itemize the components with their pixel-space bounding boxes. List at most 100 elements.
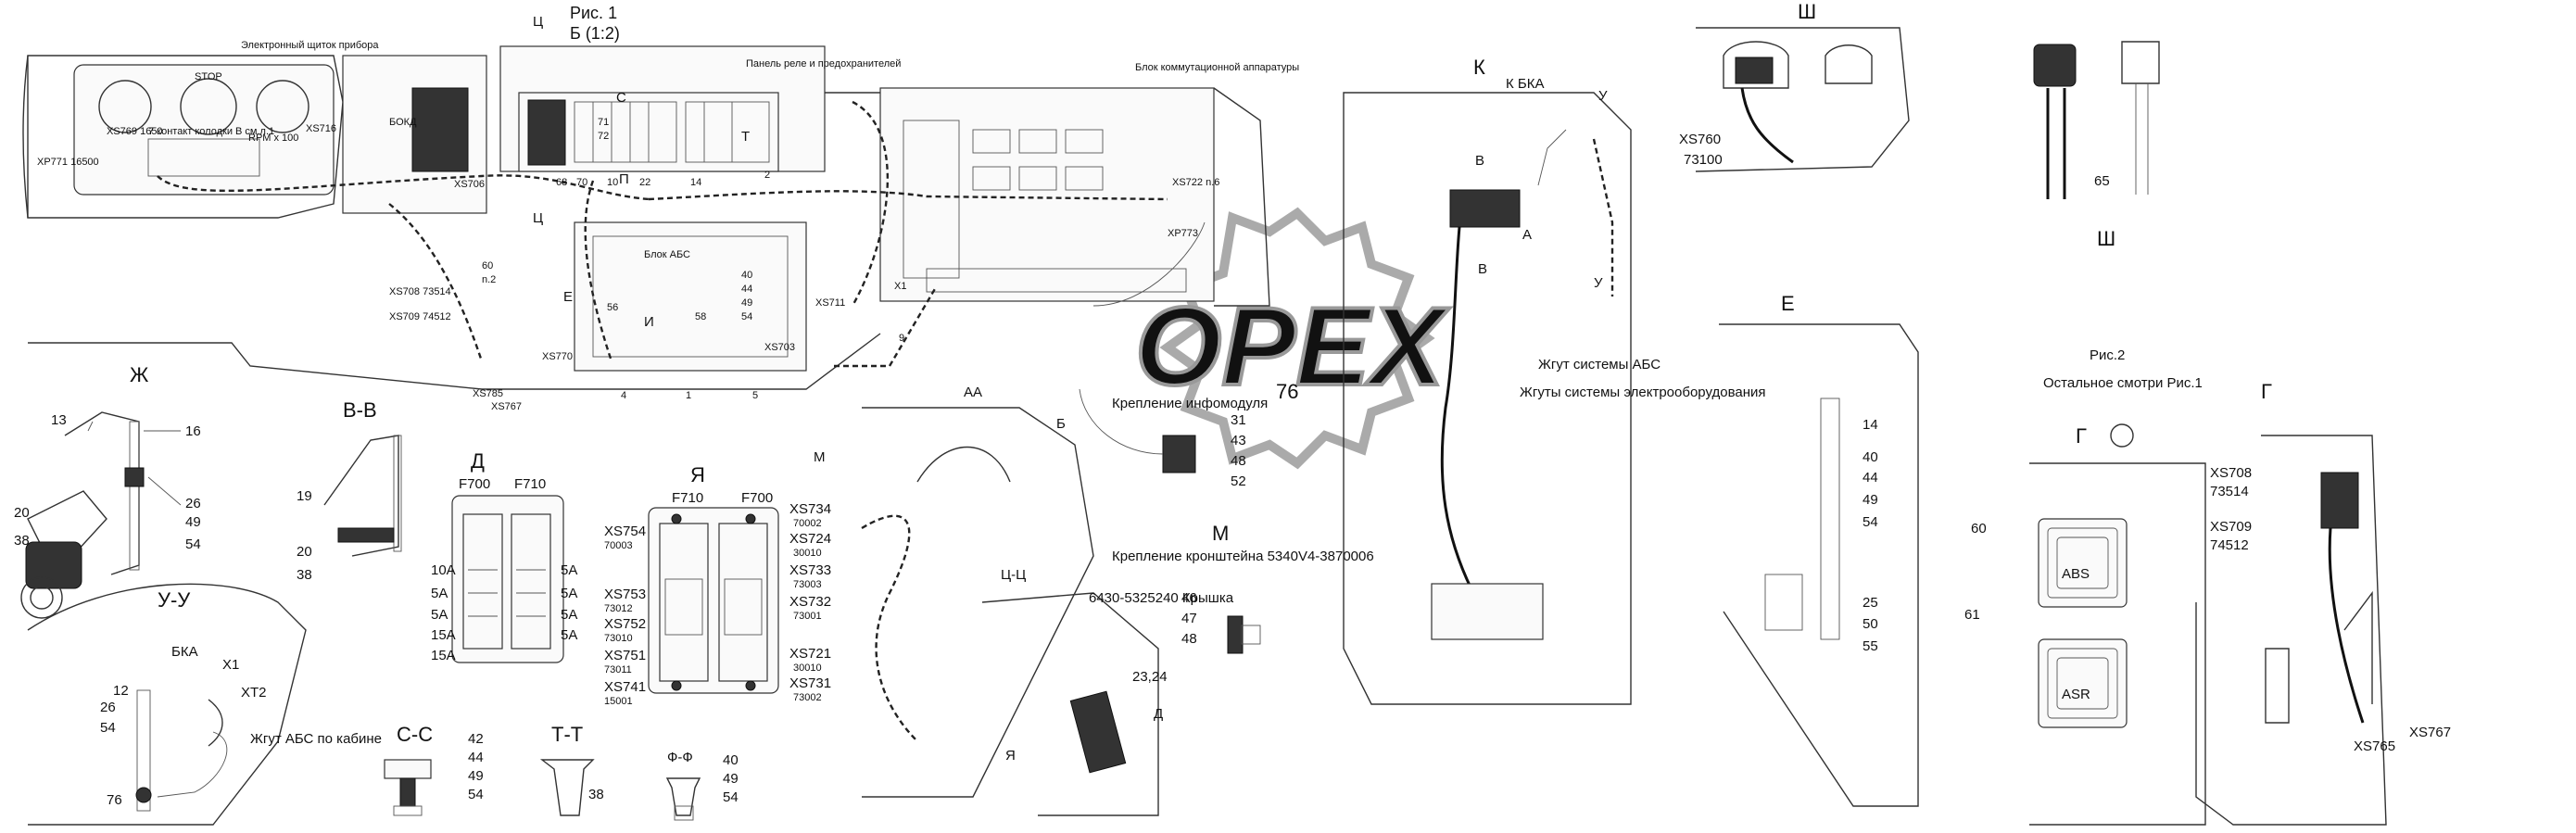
relay-right-3: 30010 <box>793 548 822 559</box>
connector-xp771: XP771 16500 <box>37 157 99 168</box>
fig2-note: Остальное смотри Рис.1 <box>2043 375 2203 391</box>
fuse-left-1: 5A <box>431 586 448 601</box>
view-zh-title: Ж <box>130 363 149 386</box>
view-zh: Ж 13 16 20 38 26 49 54 <box>14 363 201 619</box>
g-num-61: 61 <box>1964 607 1980 623</box>
m-num-46: 46 <box>1181 590 1197 606</box>
relay-left-8: XS741 <box>604 679 646 695</box>
relay-left-5: 73010 <box>604 633 633 644</box>
label-u-bottom: У <box>1594 275 1603 291</box>
fuse-f710-d: F710 <box>514 476 546 492</box>
callout-e-main: Е <box>563 289 573 305</box>
label-v-k: В <box>1475 153 1484 169</box>
num-40-main: 40 <box>741 270 752 281</box>
callout-ts-main: Ц <box>533 210 543 226</box>
fuse-left-2: 5A <box>431 607 448 623</box>
relay-right-4: XS733 <box>789 562 831 578</box>
num-68-main: 68 <box>556 177 567 188</box>
view-k: К К БКА У В А В У 76 Жгут системы АБС Жг… <box>1276 56 1766 705</box>
e-num-55: 55 <box>1863 638 1878 654</box>
num-76-uu: 76 <box>107 792 122 808</box>
view-sh-title: Ш <box>1798 0 1816 23</box>
label-harness-abs: Жгут системы АБС <box>1538 357 1661 372</box>
relay-right-5: 73003 <box>793 579 822 590</box>
num-26-zh: 26 <box>185 496 201 511</box>
callout-m-main: М <box>814 449 826 465</box>
connector-xs708-g: XS708 <box>2210 465 2252 481</box>
num-4-main: 4 <box>621 390 626 401</box>
callout-c-main: С <box>616 90 626 106</box>
num-2-main: 2 <box>764 170 770 181</box>
fuse-right-1: 5A <box>561 586 577 601</box>
callout-t-main: Т <box>741 129 750 145</box>
relay-right-1: 70002 <box>793 518 822 529</box>
connector-73100: 73100 <box>1684 152 1723 168</box>
num-38-zh: 38 <box>14 533 30 549</box>
fuse-f700-d: F700 <box>459 476 490 492</box>
section-cc: С-С 42 44 49 54 <box>384 723 484 816</box>
num-22-main: 22 <box>639 177 650 188</box>
callout-b-main: Б <box>1056 416 1066 432</box>
fuse-right-0: 5A <box>561 562 577 578</box>
label-electronic-dash: Электронный щиток прибора <box>241 40 379 51</box>
label-relay-panel: Панель реле и предохранителей <box>746 58 901 69</box>
view-ya-title: Я <box>690 463 705 486</box>
e-num-25: 25 <box>1863 595 1878 611</box>
relay-left-0: XS754 <box>604 524 646 539</box>
view-g-title-right: Г <box>2261 380 2272 403</box>
num-20-vv: 20 <box>297 544 312 560</box>
info-num-31: 31 <box>1231 412 1246 428</box>
fig1-scale: Б (1:2) <box>570 24 620 43</box>
info-module-mount: Крепление инфомодуля 31 43 48 52 <box>1079 388 1268 489</box>
connector-xs709-g: XS709 <box>2210 519 2252 535</box>
info-num-48: 48 <box>1231 453 1246 469</box>
callout-a-main: А <box>973 385 982 400</box>
relay-left-2: XS753 <box>604 587 646 602</box>
num-54-zh: 54 <box>185 536 201 552</box>
label-abs-block: Блок АБС <box>644 249 690 260</box>
switch-block-relays <box>926 129 1187 293</box>
label-u-top: У <box>1598 88 1608 104</box>
e-num-14: 14 <box>1863 417 1878 433</box>
relay-left-6: XS751 <box>604 648 646 663</box>
num-13: 13 <box>51 412 67 428</box>
view-g: ABS ASR 60 61 XS708 73514 XS709 74512 XS… <box>1964 423 2451 826</box>
num-60-main: 60 <box>482 260 493 271</box>
label-harness-abs-cab: Жгут АБС по кабине <box>250 731 382 747</box>
button-abs-label: ABS <box>2062 566 2090 582</box>
relay-left-4: XS752 <box>604 616 646 632</box>
connector-xs760: XS760 <box>1679 132 1721 147</box>
connector-xs711: XS711 <box>815 297 845 309</box>
connector-xs722: XS722 n.6 <box>1172 177 1219 188</box>
view-uu: У-У БКА X1 XT2 12 26 54 76 Жгут АБС по к… <box>27 583 382 826</box>
label-harness-el: Жгуты системы электрооборудования <box>1520 385 1766 400</box>
cc-num-3: 54 <box>468 787 484 802</box>
relay-right-9: 30010 <box>793 663 822 674</box>
connector-xs767-main: XS767 <box>491 401 522 412</box>
sh-num-65: 65 <box>2094 173 2110 189</box>
num-5-main: 5 <box>752 390 758 401</box>
label-rpm: RPM x 100 <box>248 133 298 144</box>
view-d-fuses: Д F700 F710 10A 5A 5A 15A 15A 5A 5A 5A 5… <box>431 449 577 663</box>
num-54-main: 54 <box>741 311 752 322</box>
label-stop: STOP <box>195 71 222 82</box>
num-71-main: 71 <box>598 117 609 128</box>
dashboard-main-view <box>22 45 1270 390</box>
g-num-60: 60 <box>1971 521 1987 536</box>
ff-num-0: 40 <box>723 752 739 768</box>
m-num-48: 48 <box>1181 631 1197 647</box>
label-bracket-mount: Крепление кронштейна 5340V4-3870006 <box>1112 549 1374 564</box>
fig1-title: Рис. 1 <box>570 4 617 22</box>
view-ya-relays: Я F710 F700 XS754 70003 XS753 73012 XS75… <box>604 463 831 707</box>
ff-num-2: 54 <box>723 789 739 805</box>
num-49-main: 49 <box>741 297 752 309</box>
fuse-right-2: 5A <box>561 607 577 623</box>
num-44-main: 44 <box>741 284 752 295</box>
num-49-zh: 49 <box>185 514 201 530</box>
label-bka: БКА <box>171 644 198 660</box>
relay-right-2: XS724 <box>789 531 831 547</box>
connector-73514-g: 73514 <box>2210 484 2249 499</box>
tsts-d: Д <box>1154 706 1163 722</box>
info-num-52: 52 <box>1231 473 1246 489</box>
e-num-50: 50 <box>1863 616 1878 632</box>
